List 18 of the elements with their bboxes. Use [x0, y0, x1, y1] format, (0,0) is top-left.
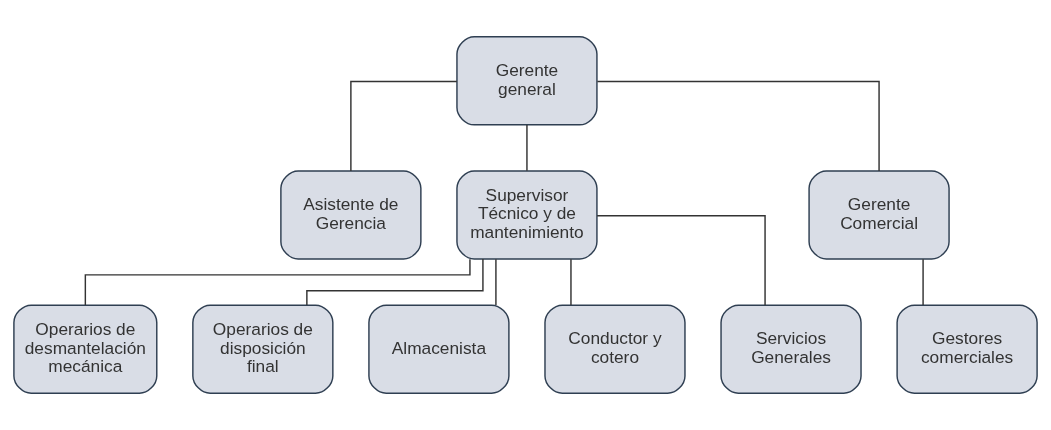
node-box: Supervisor Técnico y de mantenimiento	[456, 170, 598, 260]
node-box: Almacenista	[368, 304, 510, 394]
connector	[495, 258, 497, 306]
connector	[350, 80, 458, 172]
connector	[526, 124, 528, 172]
connector	[84, 258, 471, 306]
node-box: Servicios Generales	[720, 304, 862, 394]
connector	[596, 80, 880, 172]
node-box: Asistente de Gerencia	[280, 170, 422, 260]
connector	[596, 215, 766, 306]
node-box: Gerente general	[456, 36, 598, 126]
connector	[922, 258, 924, 306]
node-box: Conductor y cotero	[544, 304, 686, 394]
node-box: Operarios de desmantelación mecánica	[13, 304, 158, 394]
node-box: Operarios de disposición final	[192, 304, 334, 394]
node-box: Gestores comerciales	[896, 304, 1038, 394]
node-box: Gerente Comercial	[808, 170, 950, 260]
connector	[570, 258, 572, 306]
